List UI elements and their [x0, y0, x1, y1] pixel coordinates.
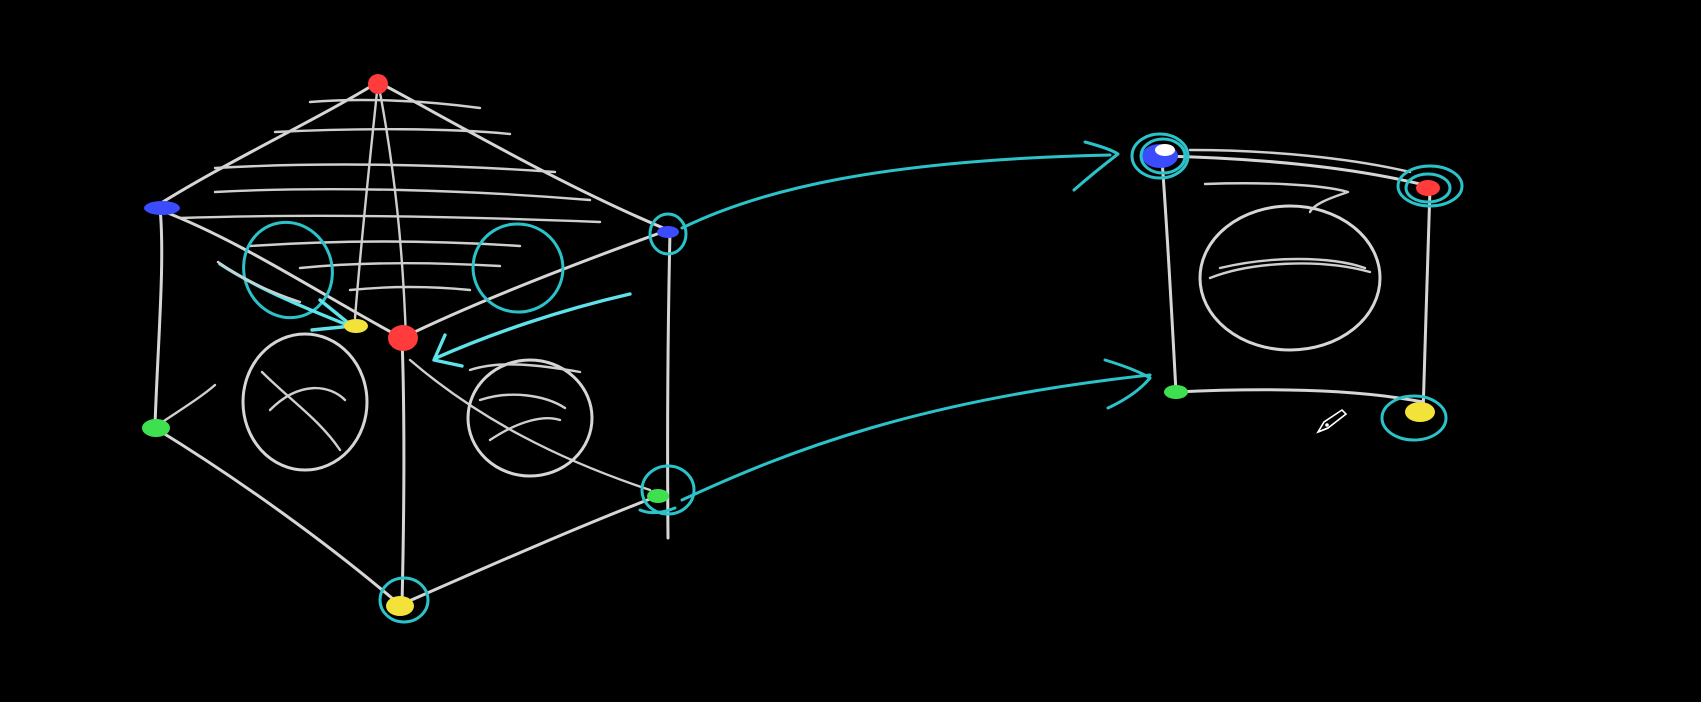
square-edge-right	[1421, 186, 1432, 416]
cube-sketch	[142, 74, 696, 624]
front-left-circle	[241, 332, 369, 472]
mapping-arrows	[680, 140, 1152, 502]
vertex-center-red	[388, 325, 418, 351]
square-edge-bottom	[1174, 388, 1425, 404]
cube-edge-inner-left	[158, 208, 404, 340]
arrow-right-to-center	[434, 292, 632, 360]
square-inner-circle	[1198, 204, 1382, 352]
cube-edge-bottom-left	[153, 426, 402, 607]
vertex-right-green	[647, 489, 669, 503]
arrow-top-mapping	[680, 153, 1112, 230]
cube-edge-bottom-right	[398, 495, 657, 607]
vertex-right-blue	[657, 226, 679, 238]
cube-edge-left	[153, 206, 164, 427]
top-face-circle-left	[242, 220, 334, 320]
cube-edge-top-right	[376, 80, 670, 232]
pen-cursor-icon	[1316, 408, 1348, 434]
square-sketch	[1130, 132, 1464, 442]
cube-edge-right	[666, 230, 672, 540]
square-vertex-bottom-right-yellow	[1405, 402, 1435, 422]
vertex-left-blue	[144, 201, 180, 215]
cube-edge-top-left	[156, 80, 380, 207]
front-right-circle	[466, 358, 594, 478]
top-face-circle-right	[471, 222, 565, 314]
cube-edge-back-vertical	[353, 80, 380, 320]
square-vertex-bottom-left-green	[1164, 385, 1188, 399]
cube-edge-left-back	[156, 383, 217, 427]
vertex-left-green	[142, 419, 170, 437]
cube-edge-inner-right	[400, 228, 670, 340]
square-vertex-top-right-red	[1416, 180, 1440, 196]
top-face-hatching	[178, 98, 602, 292]
vertex-inner-yellow	[344, 319, 368, 333]
arrow-bottom-mapping	[680, 373, 1152, 502]
square-edge-top	[1160, 154, 1430, 188]
vertex-bottom-yellow	[386, 596, 414, 616]
vertex-top-red	[368, 74, 388, 94]
square-edge-left	[1160, 158, 1178, 394]
cube-edge-back-vertical-2	[376, 80, 408, 342]
cube-edge-inner-down	[400, 336, 406, 607]
cube-edge-bottom-back	[408, 358, 652, 492]
